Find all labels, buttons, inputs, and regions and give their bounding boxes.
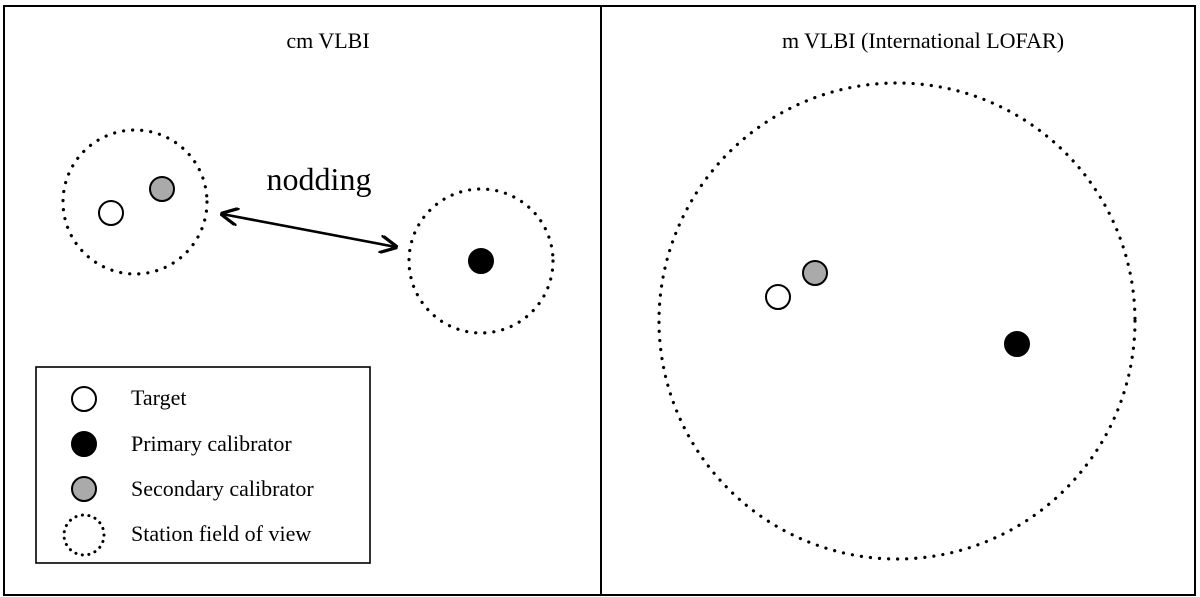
station-fov-target-field [61, 128, 209, 276]
lofar-primary-calibrator-source [1004, 331, 1030, 357]
legend-primary-icon [71, 431, 97, 457]
legend-fov-icon [62, 513, 106, 557]
panel-m-vlbi: m VLBI (International LOFAR) [600, 5, 1196, 596]
nodding-label: nodding [267, 161, 372, 197]
legend-fov-label: Station field of view [131, 521, 311, 546]
target-source [98, 200, 124, 226]
lofar-secondary-calibrator-source [802, 260, 828, 286]
legend-secondary-label: Secondary calibrator [131, 476, 314, 501]
station-fov-primary-field [407, 187, 555, 335]
legend: Target Primary calibrator Secondary cali… [35, 366, 371, 564]
legend-secondary-icon [71, 476, 97, 502]
primary-calibrator-source [468, 248, 494, 274]
panel-m-vlbi-title: m VLBI (International LOFAR) [782, 28, 1064, 53]
lofar-target-source [765, 284, 791, 310]
station-fov-lofar [657, 81, 1137, 561]
legend-primary-label: Primary calibrator [131, 431, 292, 456]
legend-target-label: Target [131, 385, 186, 410]
panel-m-vlbi-frame [600, 5, 1196, 596]
panel-cm-vlbi-title: cm VLBI [286, 28, 369, 53]
secondary-calibrator-source [149, 176, 175, 202]
nodding-arrow [222, 214, 396, 247]
panel-cm-vlbi: cm VLBI nodding Target Primary calibrato… [3, 5, 602, 596]
legend-target-icon [71, 386, 97, 412]
